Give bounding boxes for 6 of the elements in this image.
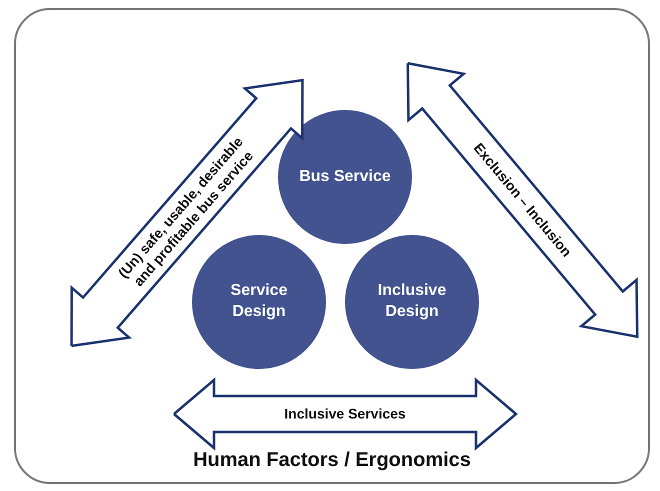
- circle-label: Service Design: [230, 281, 288, 322]
- circle-label: Inclusive Design: [376, 281, 448, 322]
- circle-label: Bus Service: [298, 166, 392, 187]
- frame-title: Human Factors / Ergonomics: [192, 449, 472, 472]
- outer-frame: [14, 8, 650, 484]
- arrow-label: Inclusive Services: [283, 406, 407, 422]
